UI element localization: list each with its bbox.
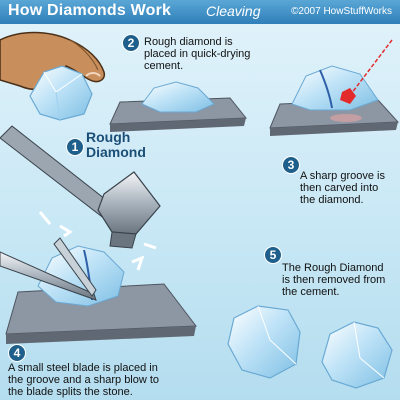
step-1-badge: 1 bbox=[66, 138, 84, 156]
hammer-icon bbox=[0, 125, 161, 249]
copyright-label: ©2007 HowStuffWorks bbox=[291, 6, 392, 17]
rough-diamond-step1 bbox=[29, 65, 93, 121]
step-1-label: Rough Diamond bbox=[86, 129, 146, 160]
step-2-caption: Rough diamond is placed in quick-drying … bbox=[144, 36, 251, 72]
cement-slab-step3 bbox=[269, 65, 400, 136]
laser-beam bbox=[330, 39, 393, 122]
impact-lines-icon bbox=[38, 211, 157, 271]
step-5-caption: The Rough Diamond is then removed from t… bbox=[282, 262, 386, 298]
page-title: How Diamonds Work bbox=[8, 2, 172, 19]
step-3-caption: A sharp groove is then carved into the d… bbox=[300, 170, 385, 206]
step-5-badge: 5 bbox=[264, 246, 282, 264]
page-subtitle: Cleaving bbox=[206, 3, 261, 19]
steel-blade-icon bbox=[0, 237, 97, 301]
title-bar: How Diamonds Work Cleaving ©2007 HowStuf… bbox=[0, 0, 400, 24]
cement-slab-step2 bbox=[109, 81, 248, 132]
step-4-badge: 4 bbox=[8, 344, 26, 362]
split-diamond-left bbox=[227, 305, 301, 379]
step-4-caption: A small steel blade is placed in the gro… bbox=[8, 362, 160, 398]
split-diamond-right bbox=[321, 321, 393, 389]
step-3-badge: 3 bbox=[282, 156, 300, 174]
step-2-badge: 2 bbox=[122, 34, 140, 52]
